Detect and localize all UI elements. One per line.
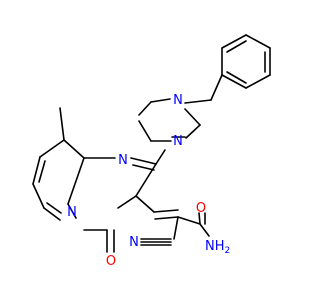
piperazine-ring — [138, 98, 201, 142]
ketone-bonds — [106, 229, 115, 253]
pyridine-ring — [32, 139, 85, 221]
nitrogen-label-piperazine-lower: N — [173, 134, 183, 149]
pyrimidinone-ring — [67, 157, 157, 231]
nitrogen-label-nitrile: N — [129, 235, 139, 250]
molecule-structure-diagram: N N N N O O N NH2 — [32, 34, 271, 269]
oxygen-label-ketone: O — [106, 254, 116, 269]
amine-label: NH2 — [205, 239, 230, 256]
nitrogen-label-ring-top: N — [118, 153, 128, 168]
oxygen-label-amide: O — [196, 201, 206, 216]
vinyl-bonds — [135, 195, 179, 220]
pip-to-core-bond — [155, 149, 166, 165]
nitrile-bonds — [140, 216, 179, 246]
benzyl-ch2-bonds — [184, 74, 223, 104]
phenyl-ring — [221, 34, 271, 89]
methyl-bond — [59, 107, 65, 141]
nitrogen-label-fused: N — [67, 205, 77, 220]
nitrogen-label-piperazine-upper: N — [173, 93, 183, 108]
amide-bonds — [177, 212, 210, 237]
